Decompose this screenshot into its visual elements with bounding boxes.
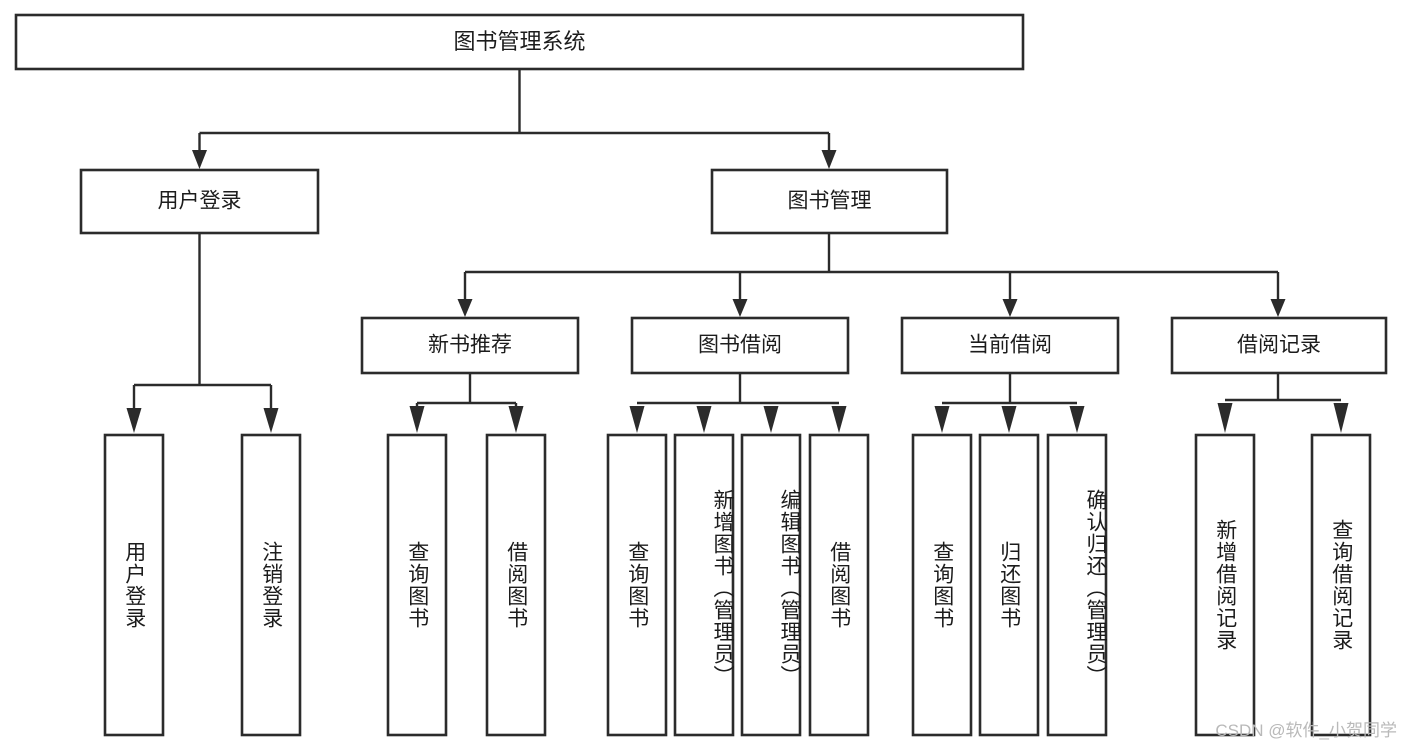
arrowhead-book-borrow: [732, 299, 748, 317]
arrowhead-current-borrow: [1002, 299, 1018, 317]
node-borrow-record-box[interactable]: [1170, 316, 1388, 375]
node-leaf-edit-book-box[interactable]: [740, 433, 802, 737]
node-leaf-logout-box[interactable]: [240, 433, 302, 737]
node-leaf-query-book-2-box[interactable]: [606, 433, 668, 737]
node-current-borrow[interactable]: 当前借阅: [900, 316, 1120, 375]
node-book-manage-box[interactable]: [710, 168, 949, 235]
node-new-book-rec-box[interactable]: [360, 316, 580, 375]
node-leaf-confirm-return-box[interactable]: [1046, 433, 1108, 737]
node-leaf-query-book-1-box[interactable]: [386, 433, 448, 737]
node-new-book-rec-label: 新书推荐: [428, 334, 512, 357]
arrowhead-leaf-query-book-1: [409, 406, 425, 433]
node-book-borrow-label: 图书借阅: [698, 334, 782, 357]
arrowhead-user-login: [192, 150, 207, 169]
arrowhead-leaf-add-record: [1217, 403, 1233, 433]
arrowhead-leaf-borrow-book-2: [831, 406, 847, 433]
arrowhead-leaf-confirm-return: [1069, 406, 1085, 433]
node-root-box[interactable]: [14, 13, 1025, 71]
node-user-login-box[interactable]: [79, 168, 320, 235]
arrowhead-leaf-query-book-2: [629, 406, 645, 433]
arrowhead-leaf-edit-book: [763, 406, 779, 433]
node-borrow-record-label: 借阅记录: [1237, 334, 1321, 357]
node-leaf-add-book-box[interactable]: [673, 433, 735, 737]
node-leaf-query-book-3-box[interactable]: [911, 433, 973, 737]
node-leaf-return-book-box[interactable]: [978, 433, 1040, 737]
leaf-box-layer: [103, 433, 1372, 737]
node-leaf-borrow-book-1-box[interactable]: [485, 433, 547, 737]
node-borrow-record[interactable]: 借阅记录: [1170, 316, 1388, 375]
node-root[interactable]: 图书管理系统: [14, 13, 1025, 71]
arrowhead-book-manage: [821, 150, 837, 169]
node-book-borrow-box[interactable]: [630, 316, 850, 375]
node-current-borrow-label: 当前借阅: [968, 334, 1052, 357]
arrowhead-borrow-record: [1270, 299, 1286, 317]
node-book-manage[interactable]: 图书管理: [710, 168, 949, 235]
node-new-book-rec[interactable]: 新书推荐: [360, 316, 580, 375]
node-book-borrow[interactable]: 图书借阅: [630, 316, 850, 375]
arrowhead-new-book-rec: [457, 299, 473, 317]
arrowhead-leaf-logout: [263, 408, 279, 433]
node-leaf-borrow-book-2-box[interactable]: [808, 433, 870, 737]
node-leaf-query-record-box[interactable]: [1310, 433, 1372, 737]
node-book-manage-label: 图书管理: [788, 190, 872, 213]
node-user-login-label: 用户登录: [158, 190, 242, 213]
node-user-login[interactable]: 用户登录: [79, 168, 320, 235]
arrowhead-leaf-return-book: [1001, 406, 1017, 433]
node-leaf-user-login-box[interactable]: [103, 433, 165, 737]
node-root-label: 图书管理系统: [453, 29, 585, 54]
arrowhead-leaf-user-login: [126, 408, 142, 433]
node-leaf-add-record-box[interactable]: [1194, 433, 1256, 737]
arrowhead-leaf-borrow-book-1: [508, 406, 524, 433]
arrowhead-leaf-query-book-3: [934, 406, 950, 433]
arrowhead-leaf-query-record: [1333, 403, 1349, 433]
connector-layer: [126, 69, 1349, 433]
node-current-borrow-box[interactable]: [900, 316, 1120, 375]
arrowhead-leaf-add-book: [696, 406, 712, 433]
